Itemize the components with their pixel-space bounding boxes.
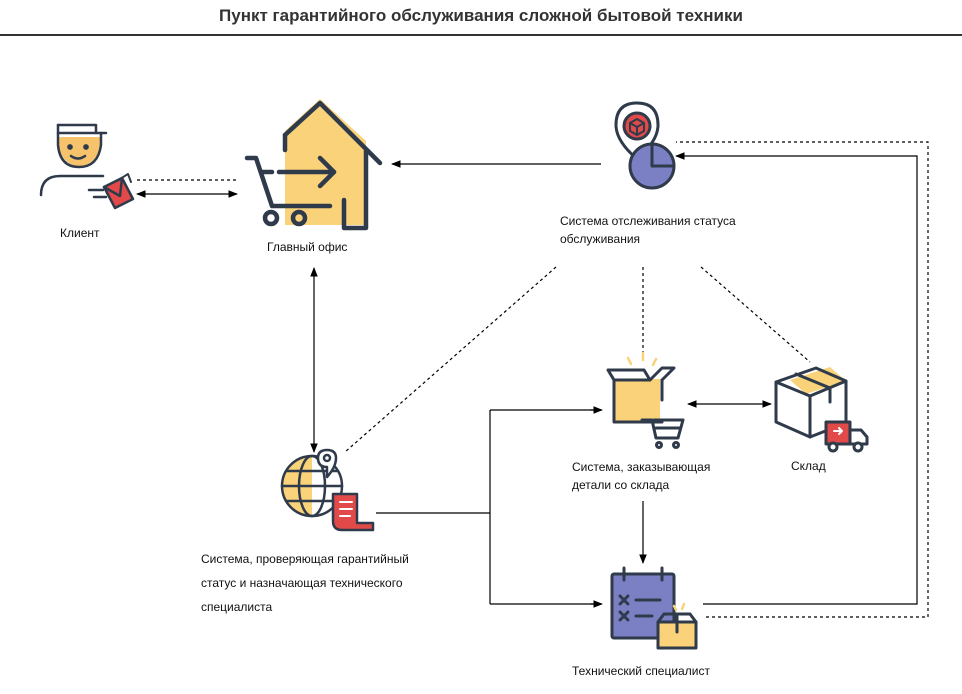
- courier-with-envelope-icon: [39, 123, 135, 210]
- warehouse-label: Склад: [791, 459, 826, 473]
- warranty-system-label: Система, проверяющая гарантийный статус …: [201, 552, 409, 614]
- open-box-cart-icon: [606, 351, 685, 449]
- tracking-system-label: Система отслеживания статуса обслуживани…: [560, 214, 736, 246]
- edge-tracking-warehouse-dashed: [700, 266, 811, 363]
- edge-warranty-branch: [376, 409, 601, 605]
- main-office-label: Главный офис: [267, 240, 348, 254]
- location-box-clock-icon: [614, 101, 676, 190]
- technician-label: Технический специалист: [572, 664, 710, 678]
- edge-tracking-warranty-dashed: [344, 266, 557, 453]
- ordering-system-label: Система, заказывающая детали со склада: [572, 460, 711, 492]
- title-divider: [0, 34, 962, 36]
- edge-technician-tracking-dashed: [676, 141, 929, 618]
- home-cart-icon: [244, 99, 383, 231]
- client-label: Клиент: [60, 226, 100, 240]
- connectors: [136, 141, 929, 618]
- package-truck-icon: [774, 366, 869, 453]
- globe-pin-document-icon: [280, 448, 375, 532]
- edge-technician-to-tracking: [675, 152, 918, 605]
- clipboard-checklist-icon: [610, 566, 698, 650]
- diagram-title: Пункт гарантийного обслуживания сложной …: [219, 6, 743, 25]
